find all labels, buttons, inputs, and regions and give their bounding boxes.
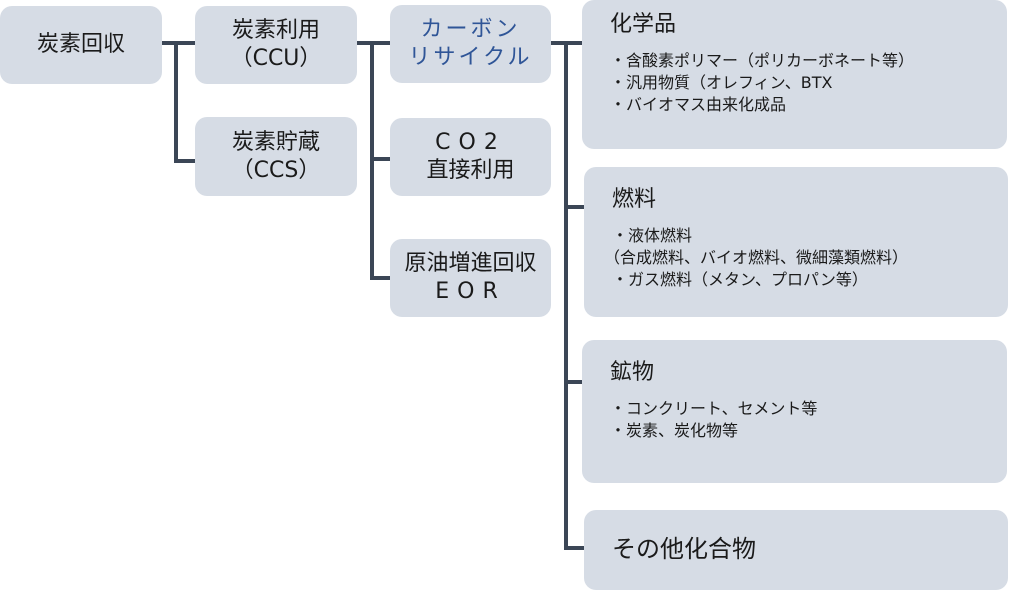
node-label: 炭素貯蔵 (231, 129, 320, 155)
category-chemicals: 化学品 ・含酸素ポリマー（ポリカーボネート等） ・汎用物質（オレフィン、BTX … (582, 0, 1007, 149)
connector-col3-v (564, 41, 568, 550)
category-item: ・コンクリート、セメント等 (610, 399, 818, 418)
node-sublabel: （CCS） (231, 157, 321, 183)
category-title: 鉱物 (610, 360, 655, 385)
node-carbon-recycle: カーボン リサイクル (390, 5, 551, 83)
connector-col1-v (174, 41, 178, 163)
node-eor: 原油増進回収 EOR (390, 239, 551, 317)
node-ccu: 炭素利用 （CCU） (195, 6, 357, 84)
node-co2-direct-use: CO2 直接利用 (390, 118, 551, 196)
category-title: 燃料 (612, 187, 657, 212)
category-item: ・ガス燃料（メタン、プロパン等） (612, 270, 868, 289)
connector-other-h (564, 546, 584, 550)
node-label: カーボン (420, 17, 521, 42)
category-item: ・バイオマス由来化成品 (610, 95, 787, 114)
category-fuels: 燃料 ・液体燃料 （合成燃料、バイオ燃料、微細藻類燃料） ・ガス燃料（メタン、プ… (584, 167, 1008, 317)
node-sublabel: EOR (435, 279, 506, 304)
node-carbon-capture: 炭素回収 (0, 6, 162, 84)
category-item: ・汎用物質（オレフィン、BTX (610, 73, 833, 92)
connector-capture-h (162, 41, 195, 45)
node-label: 炭素利用 (231, 18, 320, 43)
node-ccs: 炭素貯蔵 （CCS） (195, 117, 357, 196)
node-label: 原油増進回収 (404, 251, 537, 276)
node-label: CO2 (435, 130, 506, 155)
connector-ccs-h (174, 159, 195, 163)
category-item: ・液体燃料 (612, 226, 693, 245)
connector-eor-h (370, 276, 390, 280)
category-other-compounds: その他化合物 (584, 510, 1008, 590)
category-title: 化学品 (610, 12, 677, 37)
category-minerals: 鉱物 ・コンクリート、セメント等 ・炭素、炭化物等 (582, 340, 1007, 483)
category-title: その他化合物 (612, 534, 756, 563)
node-sublabel: リサイクル (408, 45, 533, 70)
category-item: （合成燃料、バイオ燃料、微細藻類燃料） (604, 248, 909, 267)
category-item: ・炭素、炭化物等 (610, 421, 739, 440)
connector-fuel-h (564, 205, 584, 209)
connector-mineral-h (564, 380, 582, 384)
category-item: ・含酸素ポリマー（ポリカーボネート等） (610, 51, 915, 70)
node-sublabel: 直接利用 (426, 158, 515, 183)
connector-co2-h (370, 157, 390, 161)
node-label: 炭素回収 (36, 32, 125, 57)
node-sublabel: （CCU） (230, 46, 322, 71)
